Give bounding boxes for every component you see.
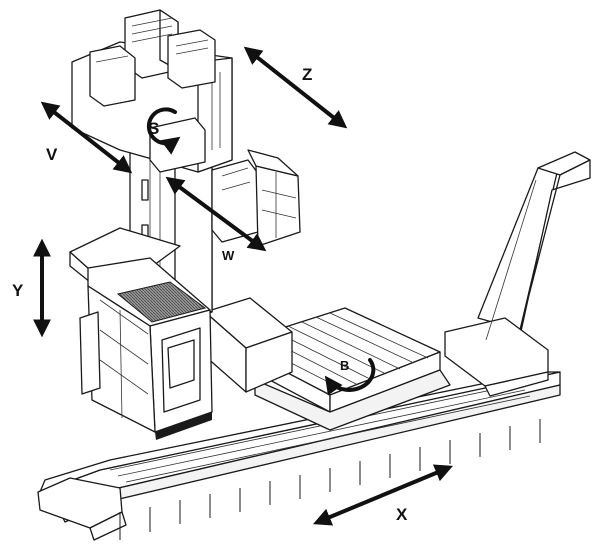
cabinet-top-panel bbox=[116, 281, 207, 323]
w-axis-label: W bbox=[222, 248, 235, 263]
v-axis-label: V bbox=[46, 145, 58, 164]
w-axis-arrow bbox=[165, 176, 267, 252]
s-axis-label: S bbox=[148, 119, 159, 138]
headstock bbox=[71, 9, 233, 173]
x-axis-label: X bbox=[396, 505, 408, 524]
b-axis-label: B bbox=[340, 358, 349, 373]
s-rotation-arrow bbox=[146, 107, 181, 155]
x-axis-arrow bbox=[313, 464, 453, 526]
v-axis-arrow bbox=[40, 101, 133, 174]
column-carriage bbox=[204, 297, 293, 393]
y-axis-label: Y bbox=[12, 281, 24, 300]
z-axis-label: Z bbox=[302, 65, 312, 84]
chip-conveyor bbox=[444, 151, 591, 397]
b-rotation-arrow bbox=[324, 358, 376, 396]
z-axis-arrow bbox=[243, 46, 348, 129]
operator-cabinet bbox=[69, 227, 213, 440]
tool-magazine bbox=[247, 149, 301, 247]
